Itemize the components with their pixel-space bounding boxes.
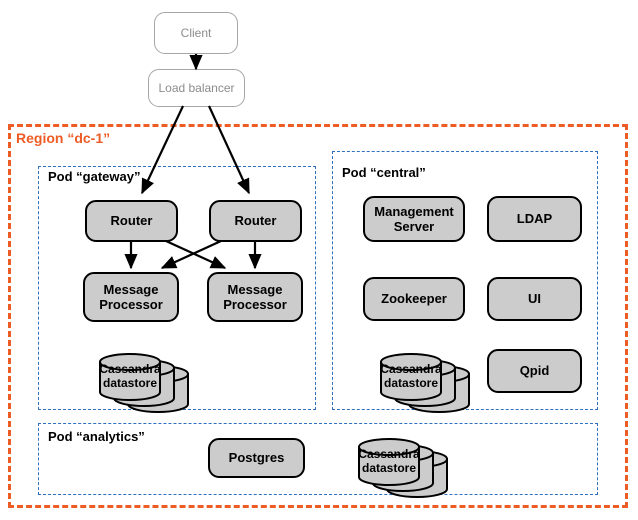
node-message-processor-2[interactable]: Message Processor <box>207 272 303 322</box>
cylinder-copy-1 <box>358 438 420 486</box>
node-cassandra-gateway[interactable]: Cassandra datastore <box>76 340 204 413</box>
cylinder-copy-1 <box>380 353 442 401</box>
node-management-server[interactable]: Management Server <box>363 196 465 242</box>
node-message-processor-2-label-line1: Message <box>227 281 283 297</box>
node-message-processor-1-label-line2: Processor <box>99 297 163 312</box>
pod-central-label: Pod “central” <box>339 165 429 180</box>
pod-gateway-label: Pod “gateway” <box>45 169 144 184</box>
node-client-label: Client <box>180 25 212 40</box>
node-message-processor-1[interactable]: Message Processor <box>83 272 179 322</box>
pod-central <box>332 151 598 410</box>
node-message-processor-1-label-line1: Message <box>103 281 159 297</box>
region-dc-1 <box>8 124 628 508</box>
node-postgres[interactable]: Postgres <box>208 438 305 478</box>
node-router-2-label: Router <box>234 213 277 229</box>
node-qpid-label: Qpid <box>519 363 550 379</box>
node-ui[interactable]: UI <box>487 277 582 321</box>
node-management-server-label-line1: Management <box>374 203 454 219</box>
node-client[interactable]: Client <box>154 12 238 54</box>
node-ldap-label: LDAP <box>516 211 553 227</box>
node-router-2[interactable]: Router <box>209 200 302 242</box>
node-postgres-label: Postgres <box>228 450 285 466</box>
pod-analytics <box>38 423 598 495</box>
node-load-balancer[interactable]: Load balancer <box>148 69 245 107</box>
node-load-balancer-label: Load balancer <box>158 80 235 95</box>
node-management-server-label-line2: Server <box>393 219 435 234</box>
node-router-1[interactable]: Router <box>85 200 178 242</box>
pod-analytics-label: Pod “analytics” <box>45 429 148 444</box>
node-cassandra-analytics[interactable]: Cassandra datastore <box>335 425 463 498</box>
node-message-processor-2-label-line2: Processor <box>223 297 287 312</box>
node-zookeeper[interactable]: Zookeeper <box>363 277 465 321</box>
node-qpid[interactable]: Qpid <box>487 349 582 393</box>
node-ldap[interactable]: LDAP <box>487 196 582 242</box>
node-ui-label: UI <box>528 291 541 307</box>
node-router-1-label: Router <box>110 213 153 229</box>
cylinder-copy-1 <box>99 353 161 401</box>
node-cassandra-central[interactable]: Cassandra datastore <box>357 340 485 413</box>
node-zookeeper-label: Zookeeper <box>381 291 447 307</box>
region-dc-1-label: Region “dc-1” <box>16 130 111 146</box>
